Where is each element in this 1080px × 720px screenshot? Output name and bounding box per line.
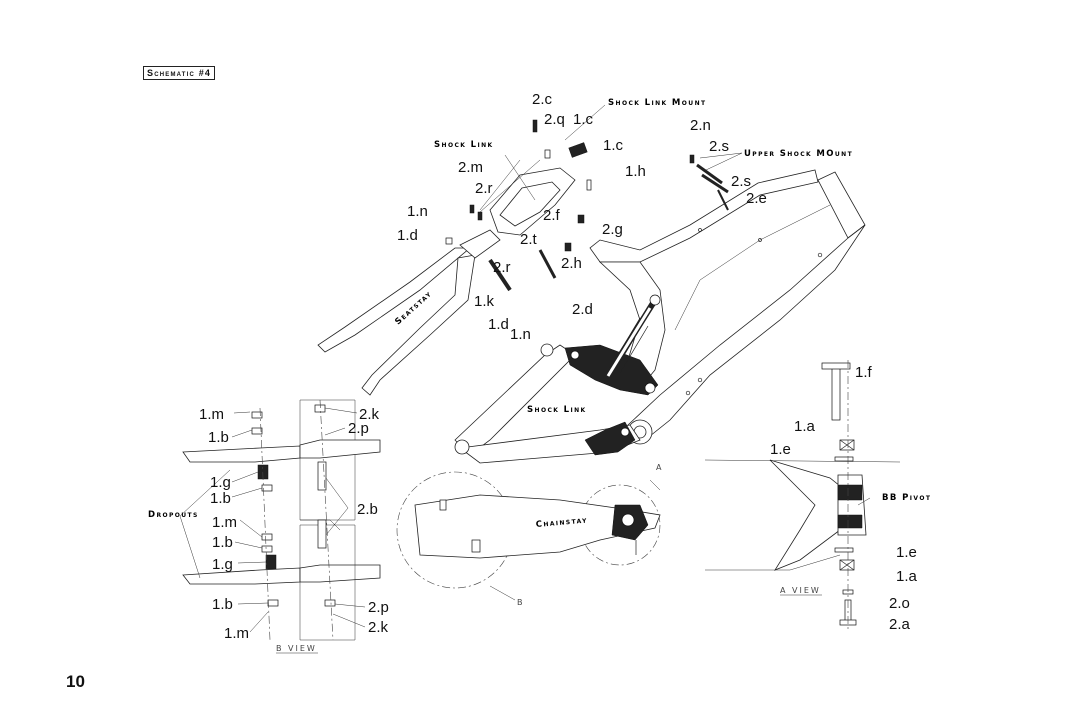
callout-shock-link-top: Shock Link (434, 140, 494, 150)
top-tube (589, 169, 819, 263)
ref-label: 1.f (855, 364, 873, 381)
ref-label: 2.n (690, 117, 711, 134)
ref-label: 1.c (603, 137, 624, 154)
ref-label: 2.s (709, 138, 729, 155)
ref-label: 2.o (889, 595, 910, 612)
ref-label: 2.h (561, 255, 582, 272)
chainstay-detail (396, 471, 661, 589)
ref-label: 1.b (210, 490, 231, 507)
main-frame (589, 169, 866, 445)
ref-label: 2.q (544, 111, 565, 128)
ref-label: 1.m (199, 406, 224, 423)
ref-label: 2.g (602, 221, 623, 238)
ref-label: 2.r (475, 180, 493, 197)
ref-label: 2.a (889, 616, 911, 633)
ref-label: 2.p (348, 420, 369, 437)
chainstay-main (458, 424, 641, 464)
b-view-detail (182, 399, 381, 641)
ref-label: 1.g (210, 474, 231, 491)
upper-shock-mount (689, 154, 729, 211)
ref-label: 1.a (794, 418, 816, 435)
ref-label: 2.t (520, 231, 538, 248)
rear-shock (602, 294, 661, 382)
ref-label: 2.f (543, 207, 561, 224)
top-shock-link (445, 119, 592, 292)
a-view-detail (704, 360, 901, 630)
detail-b-label: B (517, 598, 525, 607)
ref-label: 2.c (532, 91, 553, 108)
ref-label: 1.n (407, 203, 428, 220)
leader-lines (179, 104, 871, 633)
ref-label: 1.m (212, 514, 237, 531)
ref-label: 1.g (212, 556, 233, 573)
ref-label: 1.d (397, 227, 418, 244)
seatstay-assembly (317, 229, 501, 396)
callout-bb-pivot: BB Pivot (882, 493, 931, 503)
ref-label: 1.b (212, 596, 233, 613)
part-references: 2.c 2.q 1.c 1.c 2.m 2.r 1.h 1.n 1.d 2.f … (199, 91, 918, 642)
rear-swingarm (454, 343, 659, 464)
ref-label: 1.m (224, 625, 249, 642)
ref-label: 1.n (510, 326, 531, 343)
ref-label: 1.b (212, 534, 233, 551)
a-view-label: A VIEW (780, 586, 821, 595)
ref-label: 1.h (625, 163, 646, 180)
ref-label: 1.e (770, 441, 791, 458)
schematic-title: Schematic #4 (143, 66, 216, 80)
ref-label: 2.e (746, 190, 767, 207)
callout-shock-link-mount: Shock Link Mount (608, 98, 706, 108)
head-tube (817, 171, 866, 239)
callout-chainstay: Chainstay (535, 515, 588, 530)
ref-label: 2.b (357, 501, 378, 518)
ref-label: 2.p (368, 599, 389, 616)
ref-label: 1.a (896, 568, 918, 585)
ref-label: 1.k (474, 293, 495, 310)
ref-label: 1.b (208, 429, 229, 446)
ref-label: 2.k (368, 619, 389, 636)
ref-label: 2.r (493, 259, 511, 276)
detail-a-label: A (656, 463, 663, 472)
callout-shock-link-mid: Shock Link (527, 405, 587, 415)
ref-label: 2.s (731, 173, 751, 190)
ref-label: 1.d (488, 316, 509, 333)
b-view-label: B VIEW (276, 644, 317, 653)
ref-label: 2.m (458, 159, 483, 176)
callout-dropouts: Dropouts (148, 510, 199, 520)
down-tube (627, 224, 866, 441)
ref-label: 2.d (572, 301, 593, 318)
callout-upper-shock-mount: Upper Shock MOunt (744, 149, 853, 159)
ref-label: 1.e (896, 544, 917, 561)
ref-label: 1.c (573, 111, 594, 128)
ref-label: 2.k (359, 406, 380, 423)
page-number: 10 (66, 672, 85, 691)
